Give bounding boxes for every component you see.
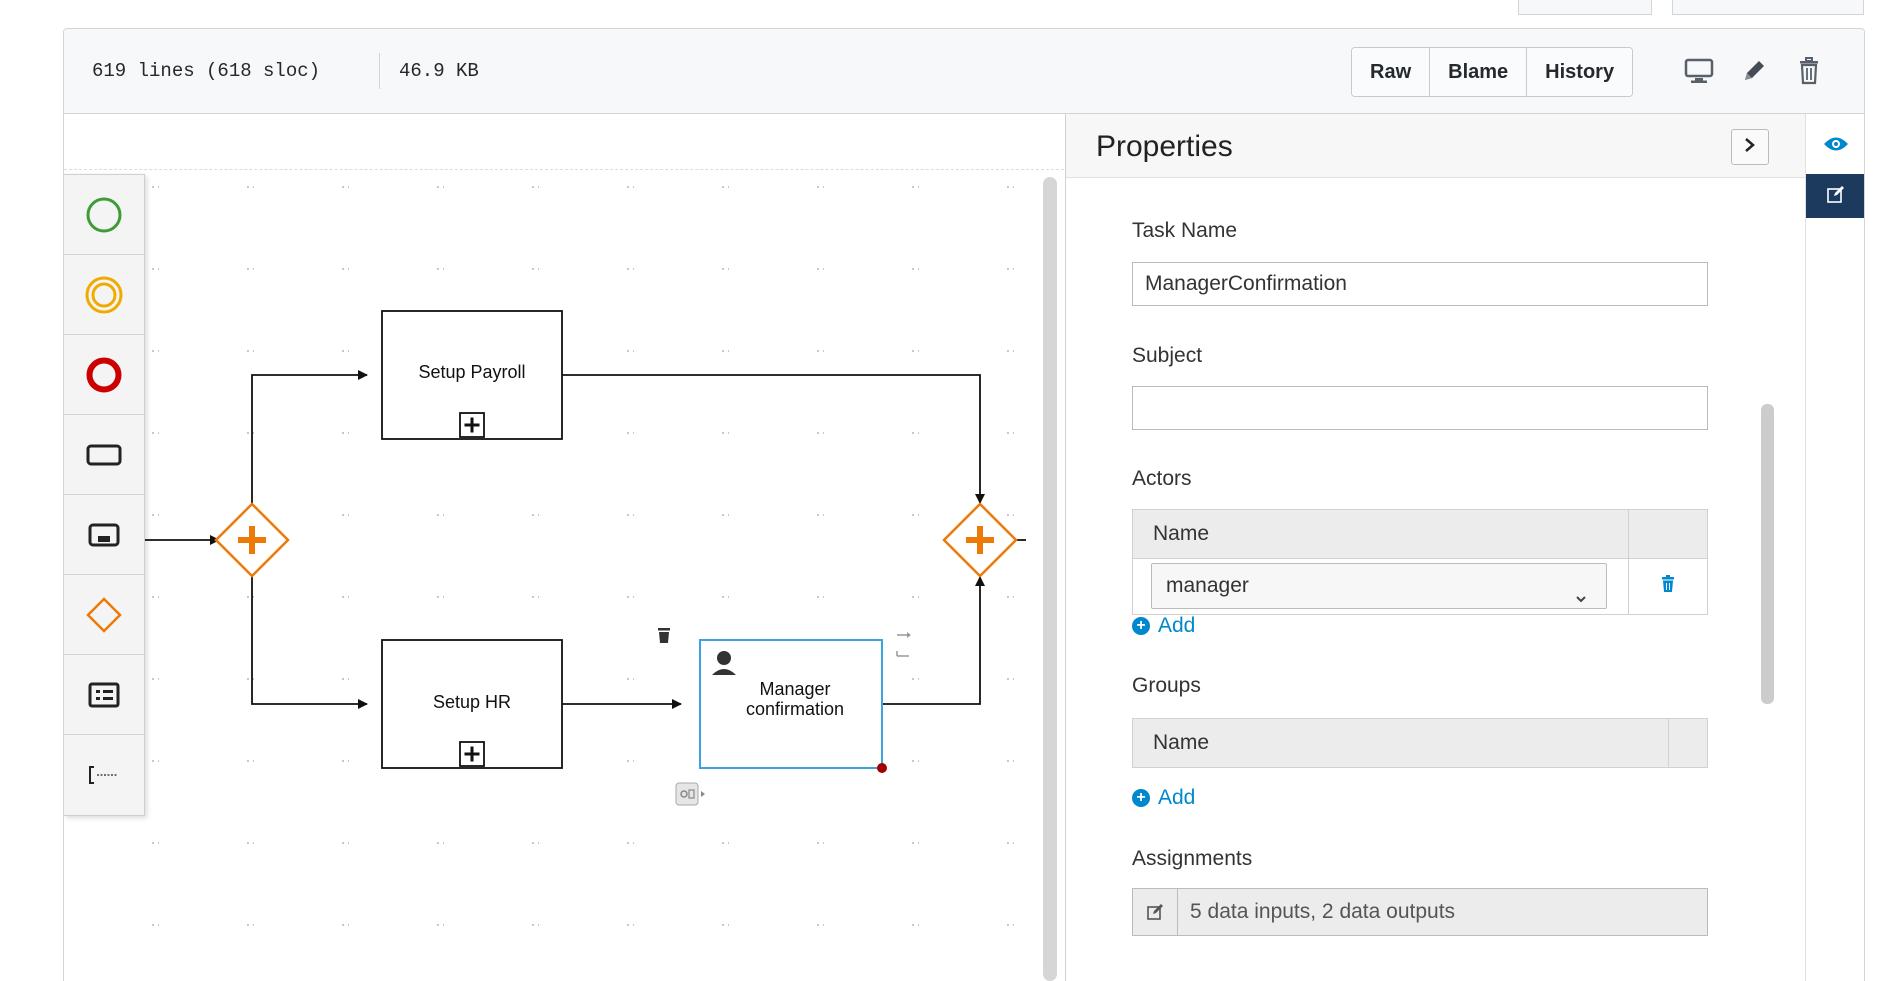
start-event-icon[interactable]: [64, 175, 144, 255]
process-diagram[interactable]: Setup Payroll Setup HR: [64, 114, 1064, 981]
add-group-label: Add: [1158, 786, 1196, 809]
actor-select[interactable]: manager: [1151, 563, 1607, 609]
pencil-icon[interactable]: [1734, 51, 1774, 91]
plus-circle-icon: +: [1132, 617, 1150, 635]
file-header: 619 lines (618 sloc) 46.9 KB Raw Blame H…: [64, 29, 1864, 114]
chevron-right-icon: [1743, 137, 1757, 158]
collapse-panel-button[interactable]: [1731, 129, 1769, 165]
sequence-flow[interactable]: [562, 374, 985, 504]
eye-icon[interactable]: [1806, 122, 1864, 166]
task-name-label: Task Name: [1132, 219, 1238, 242]
add-group-link[interactable]: + Add: [1132, 786, 1195, 810]
raw-button[interactable]: Raw: [1352, 48, 1431, 96]
actors-table: Name manager: [1132, 509, 1708, 615]
task-label: Setup HR: [433, 692, 511, 712]
task-icon[interactable]: [64, 415, 144, 495]
trash-icon[interactable]: [1789, 51, 1829, 91]
task-name-input[interactable]: ManagerConfirmation: [1132, 262, 1708, 306]
resize-handle[interactable]: [877, 763, 887, 773]
task-label: Setup Payroll: [418, 362, 525, 382]
intermediate-event-icon[interactable]: [64, 255, 144, 335]
info-divider: [379, 53, 380, 89]
groups-table: Name: [1132, 718, 1708, 768]
file-lines-info: 619 lines (618 sloc): [92, 60, 321, 82]
process-canvas[interactable]: Setup Payroll Setup HR: [64, 114, 1064, 981]
connector-tools-icon[interactable]: [896, 632, 911, 657]
delete-actor-button[interactable]: [1628, 559, 1708, 614]
history-button[interactable]: History: [1527, 48, 1633, 96]
properties-scrollbar[interactable]: [1761, 404, 1774, 704]
blame-button[interactable]: Blame: [1430, 48, 1528, 96]
task-label-line1: Manager: [759, 679, 830, 699]
trash-icon[interactable]: [658, 628, 670, 643]
actors-table-header: Name: [1133, 510, 1707, 559]
user-icon: [712, 651, 736, 675]
groups-name-header: Name: [1153, 731, 1210, 754]
shape-palette: [64, 174, 145, 816]
file-actions-group: Raw Blame History: [1351, 47, 1634, 97]
properties-panel: Properties Task Name ManagerConfirmation…: [1065, 114, 1805, 981]
parallel-gateway-join[interactable]: [942, 502, 1018, 578]
edit-properties-button[interactable]: [1806, 174, 1864, 218]
morph-task-icon[interactable]: [675, 782, 705, 806]
task-label-line2: confirmation: [746, 699, 844, 719]
sequence-flow[interactable]: [882, 576, 985, 705]
canvas-top-strip: [64, 114, 1064, 170]
add-actor-link[interactable]: + Add: [1132, 614, 1195, 638]
table-row: manager: [1133, 559, 1707, 614]
sequence-flow[interactable]: [251, 370, 368, 508]
actor-select-value: manager: [1166, 574, 1249, 597]
desktop-icon[interactable]: [1679, 51, 1719, 91]
subject-input[interactable]: [1132, 386, 1708, 430]
plus-circle-icon: +: [1132, 789, 1150, 807]
side-rail: [1805, 114, 1864, 981]
assignments-value: 5 data inputs, 2 data outputs: [1190, 900, 1456, 923]
user-task-manager-confirmation[interactable]: Manager confirmation: [699, 639, 887, 773]
subprocess-icon[interactable]: [64, 495, 144, 575]
sequence-flow[interactable]: [251, 572, 368, 709]
properties-header: Properties: [1066, 114, 1805, 178]
assignments-label: Assignments: [1132, 847, 1253, 870]
parallel-gateway-split[interactable]: [214, 502, 290, 578]
lane-icon[interactable]: [64, 655, 144, 735]
groups-table-header: Name: [1133, 719, 1707, 767]
trash-icon: [1661, 575, 1675, 598]
assignments-field[interactable]: 5 data inputs, 2 data outputs: [1132, 888, 1708, 936]
file-view: 619 lines (618 sloc) 46.9 KB Raw Blame H…: [63, 28, 1865, 981]
properties-title: Properties: [1096, 130, 1233, 163]
text-annotation-icon[interactable]: [64, 735, 144, 814]
actors-label: Actors: [1132, 467, 1192, 490]
task-setup-hr[interactable]: Setup HR: [381, 639, 563, 769]
task-setup-payroll[interactable]: Setup Payroll: [381, 310, 563, 440]
subject-label: Subject: [1132, 344, 1203, 367]
groups-label: Groups: [1132, 674, 1201, 697]
end-event-icon[interactable]: [64, 335, 144, 415]
file-size-info: 46.9 KB: [399, 60, 479, 82]
subprocess-marker-icon: [459, 741, 485, 767]
edit-icon: [1826, 184, 1846, 209]
subprocess-marker-icon: [459, 412, 485, 438]
gateway-icon[interactable]: [64, 575, 144, 655]
chevron-down-icon: [1574, 578, 1588, 622]
canvas-scrollbar[interactable]: [1043, 177, 1057, 981]
actors-name-header: Name: [1153, 522, 1210, 545]
add-actor-label: Add: [1158, 614, 1196, 637]
edit-icon: [1133, 889, 1178, 935]
